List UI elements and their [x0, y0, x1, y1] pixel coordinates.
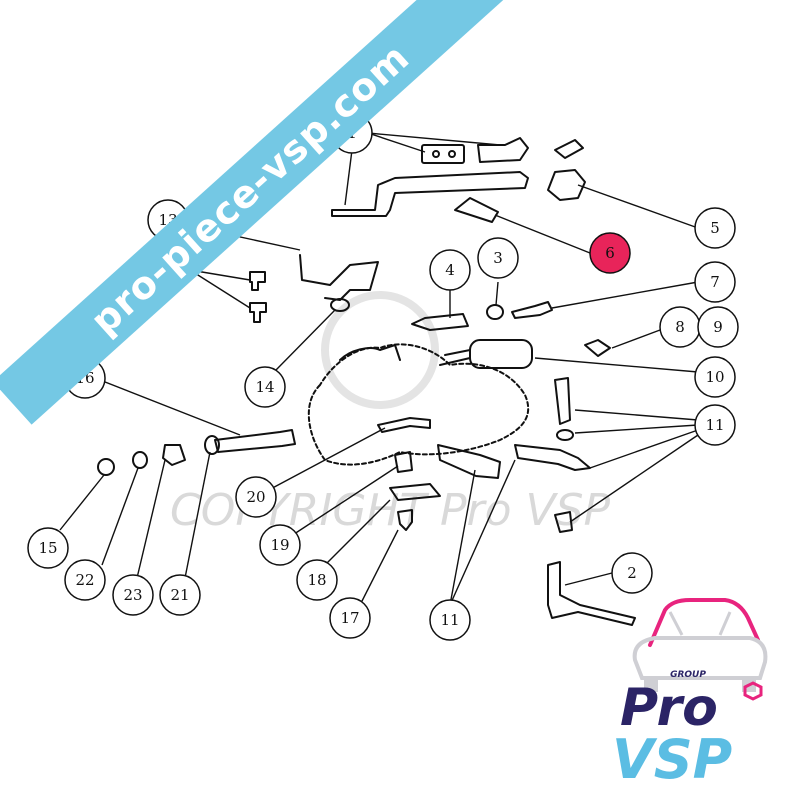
callout-label: 4	[445, 261, 455, 279]
callout-18: 18	[296, 559, 338, 601]
washer-21	[204, 435, 220, 455]
callout-2: 2	[611, 552, 653, 594]
callout-10: 10	[694, 356, 736, 398]
callout-label: 11	[705, 416, 724, 434]
callout-circle	[259, 524, 301, 566]
callout-label: 21	[170, 586, 189, 604]
long-bolt	[214, 429, 296, 453]
callout-label: 6	[605, 244, 615, 262]
logo-group-text: GROUP	[670, 670, 706, 680]
bolt-17	[397, 509, 413, 531]
callout-22: 22	[64, 559, 106, 601]
bushing-22	[162, 444, 186, 466]
logo-pro-text: Pro	[620, 678, 718, 738]
gear-lever-2	[547, 561, 636, 626]
callout-label: 11	[440, 611, 459, 629]
hex-bolt-icon	[743, 681, 763, 701]
callout-label: 20	[246, 488, 265, 506]
callout-label: 15	[38, 539, 57, 557]
callout-5: 5	[694, 207, 736, 249]
bolt-7	[511, 301, 553, 319]
copyright-text: COPYRIGHT	[170, 485, 429, 536]
copyright-watermark: COPYRIGHT Pro VSP	[170, 291, 611, 536]
washer-3	[486, 304, 504, 320]
callout-11: 11	[429, 599, 471, 641]
callout-label: 10	[705, 368, 724, 386]
pin	[454, 197, 499, 223]
callout-circle	[159, 574, 201, 616]
callout-circle	[694, 404, 736, 446]
callout-circle	[694, 261, 736, 303]
callout-circle	[589, 232, 631, 274]
callout-14: 14	[244, 366, 286, 408]
callout-8: 8	[659, 306, 701, 348]
gearbox-housing	[307, 343, 530, 466]
callout-label: 22	[75, 571, 94, 589]
nut-15	[97, 458, 115, 476]
callout-label: 9	[713, 318, 723, 336]
callout-circle	[64, 559, 106, 601]
logo-vsp-text: VSP	[612, 728, 732, 785]
callout-label: 5	[710, 219, 720, 237]
callout-circle	[296, 559, 338, 601]
callout-circle	[694, 356, 736, 398]
callout-label: 23	[123, 586, 142, 604]
bracket	[299, 254, 379, 301]
stud-4	[411, 313, 469, 331]
callout-circle	[329, 597, 371, 639]
callout-label: 19	[270, 536, 289, 554]
callout-7: 7	[694, 261, 736, 303]
bolt-a	[249, 271, 266, 291]
callout-label: 7	[710, 273, 720, 291]
callout-17: 17	[329, 597, 371, 639]
callout-9: 9	[697, 306, 739, 348]
callout-circle	[694, 207, 736, 249]
callout-label: 17	[340, 609, 359, 627]
lever-20	[377, 417, 431, 433]
car-outline-icon	[632, 598, 768, 692]
callout-label: 3	[493, 249, 503, 267]
bush-19	[394, 451, 413, 473]
callout-6: 6	[589, 232, 631, 274]
callout-11: 11	[694, 404, 736, 446]
callout-circle	[27, 527, 69, 569]
callout-circle	[611, 552, 653, 594]
callout-label: 8	[675, 318, 685, 336]
callout-circle	[235, 476, 277, 518]
bolt-8	[584, 339, 611, 357]
selector-linkage	[437, 377, 591, 533]
callout-circle	[429, 599, 471, 641]
washer-14	[330, 298, 350, 312]
callout-circle	[477, 237, 519, 279]
provsp-logo: GROUP Pro VSP	[612, 598, 768, 785]
selector-finger	[547, 169, 586, 201]
brand-watermark-text: Pro VSP	[440, 485, 611, 536]
callout-label: 18	[307, 571, 326, 589]
callout-3: 3	[477, 237, 519, 279]
callout-label: 14	[255, 378, 274, 396]
callout-20: 20	[235, 476, 277, 518]
callout-23: 23	[112, 574, 154, 616]
leader-lines	[59, 132, 699, 606]
callout-circle	[244, 366, 286, 408]
callout-4: 4	[429, 249, 471, 291]
callout-circle	[112, 574, 154, 616]
washer-23	[132, 451, 148, 469]
callout-circle	[429, 249, 471, 291]
callout-15: 15	[27, 527, 69, 569]
plate-18	[389, 483, 441, 501]
shift-rod-assembly	[331, 137, 584, 217]
bolt-b	[249, 302, 267, 323]
callout-circle	[697, 306, 739, 348]
callout-label: 2	[627, 564, 637, 582]
damper-cylinder	[439, 339, 533, 369]
callout-19: 19	[259, 524, 301, 566]
callout-21: 21	[159, 574, 201, 616]
